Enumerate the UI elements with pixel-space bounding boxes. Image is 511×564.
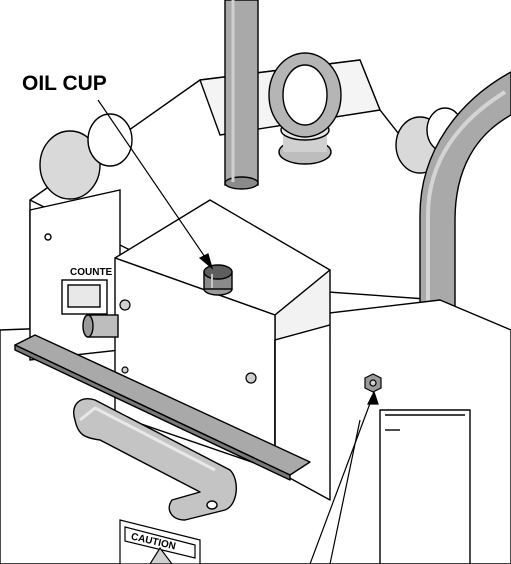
- grease-fitting: [364, 373, 382, 393]
- gear-housing: [114, 199, 331, 501]
- screw-icon: [245, 372, 257, 384]
- fitting-leaders: [309, 390, 379, 564]
- shaft-stub: [82, 314, 119, 338]
- oil-cup-leader: [97, 99, 214, 270]
- screw-icon: [119, 299, 131, 311]
- vertical-pipe: [224, 0, 259, 190]
- lifting-eye-bolt: [268, 52, 342, 165]
- oil-cup-callout-label: OIL CUP: [22, 72, 107, 95]
- handle: [73, 398, 237, 521]
- rear-boss-left: [39, 113, 133, 200]
- caution-plate: [119, 519, 201, 564]
- oil-cup: [203, 264, 233, 296]
- guard-bar: [14, 334, 311, 481]
- counter-plate-label: COUNTE: [70, 267, 113, 278]
- screw-icon: [121, 366, 129, 374]
- housing-screws: [119, 299, 257, 444]
